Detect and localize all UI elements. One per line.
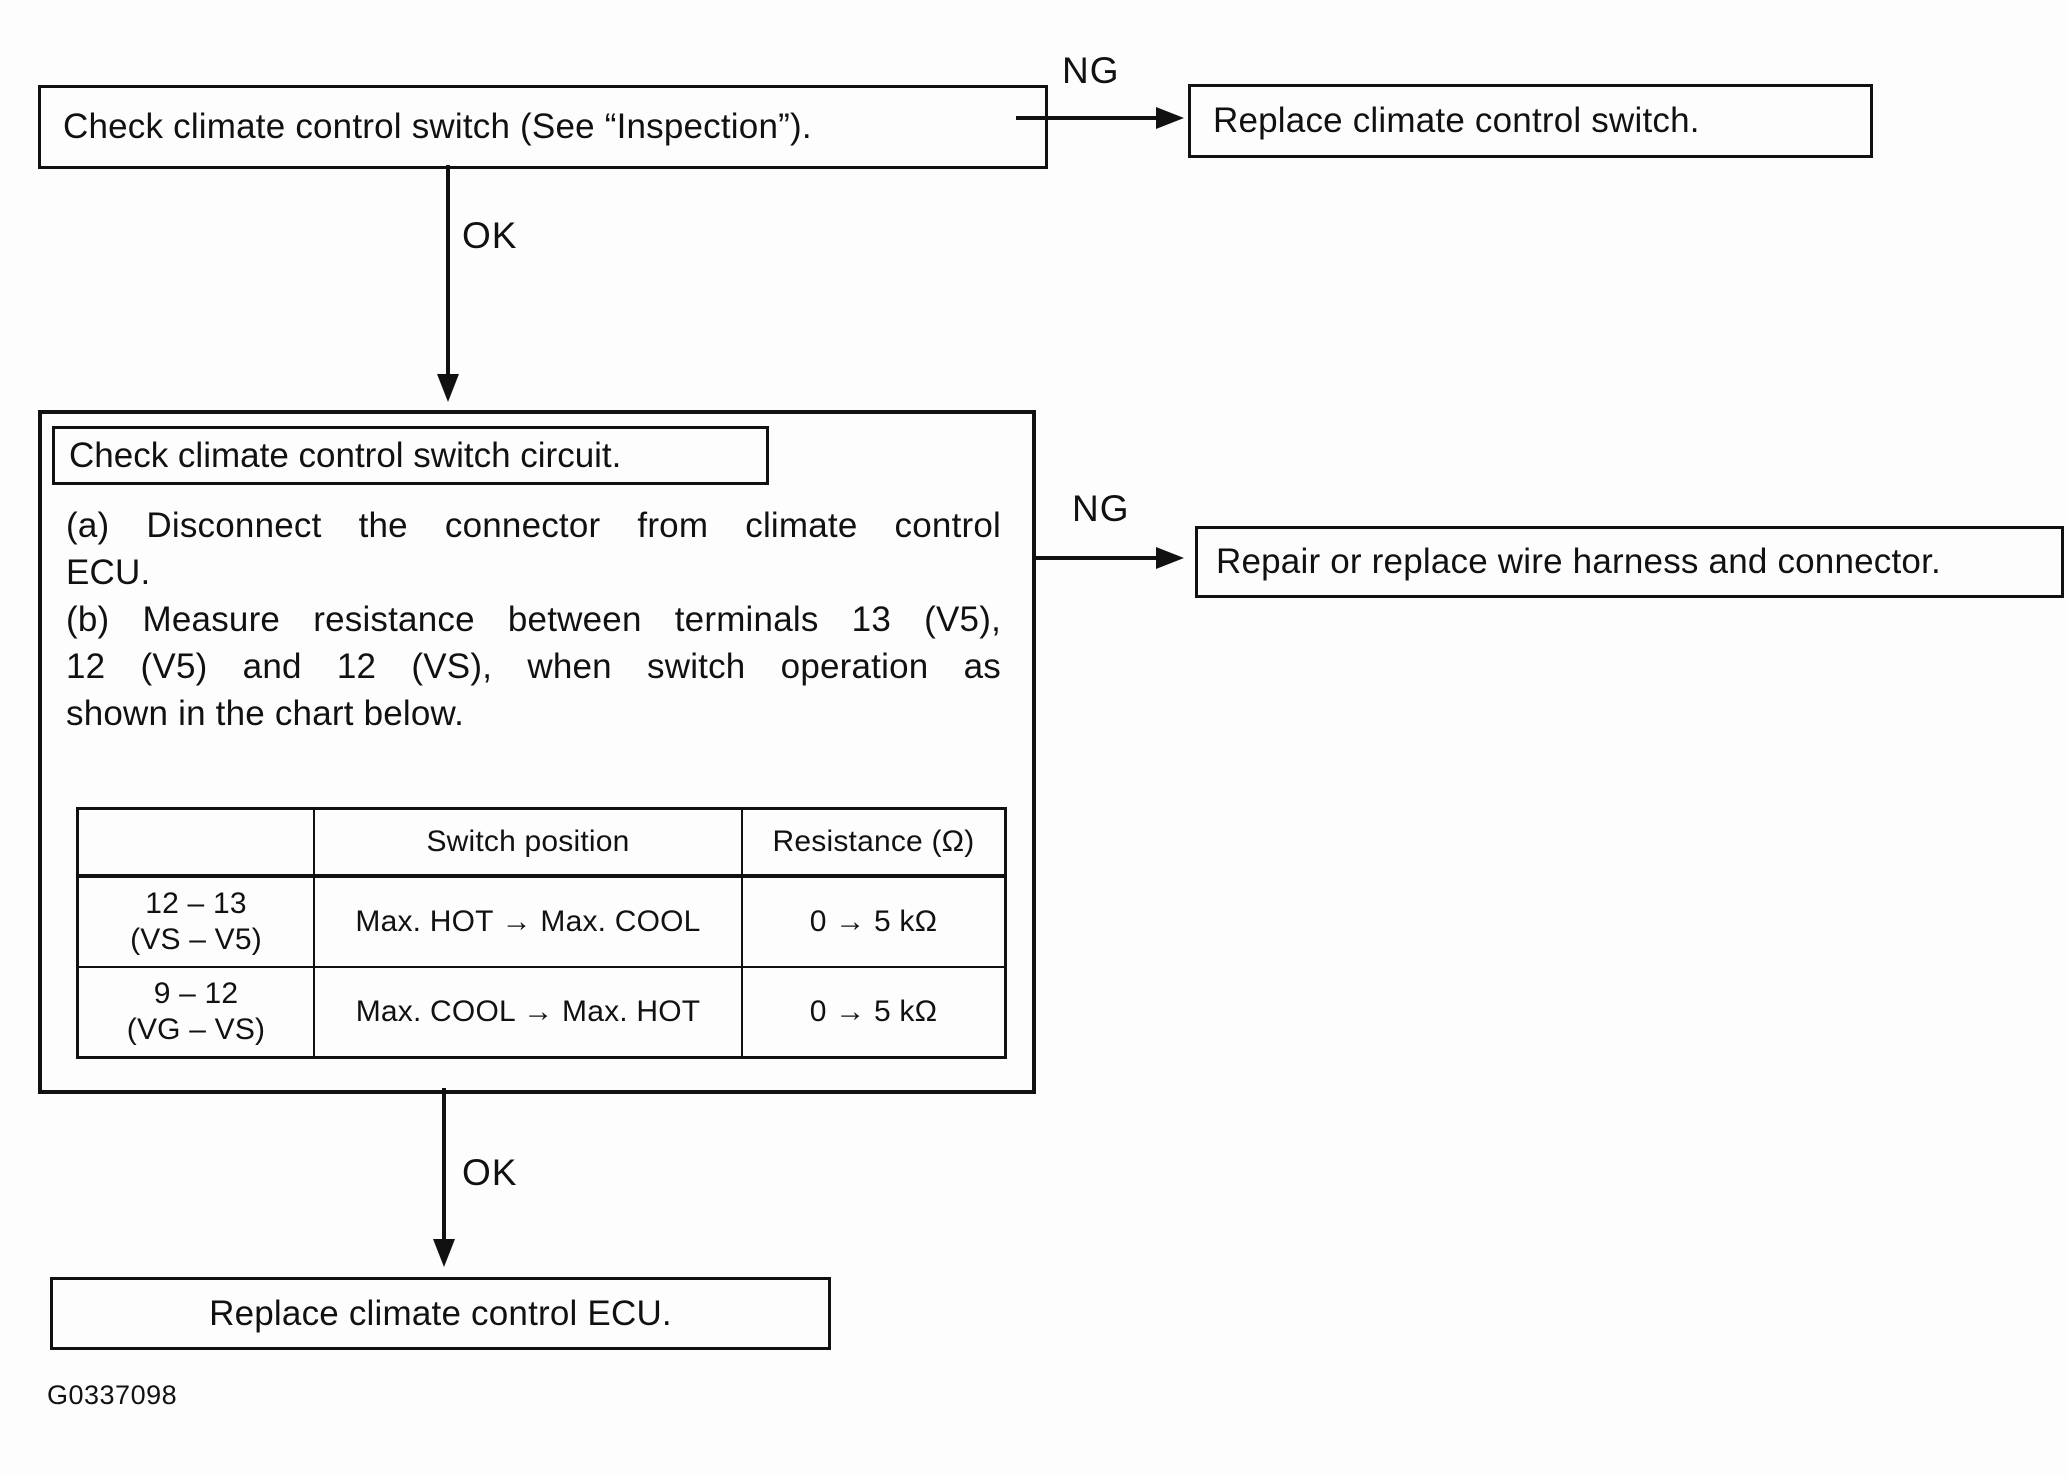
instructions-text: (a) Disconnect the connector from climat… bbox=[66, 502, 1001, 737]
terminals-value: 12 – 13 bbox=[145, 887, 247, 920]
figure-id-label: G0337098 bbox=[47, 1380, 178, 1410]
arrow-line-ng-2 bbox=[1032, 556, 1158, 560]
edge-label-ng-1: NG bbox=[1062, 50, 1120, 91]
pins-value: (VS – V5) bbox=[130, 923, 262, 956]
edge-label-ng-2: NG bbox=[1072, 488, 1130, 529]
flow-node-repair-harness: Repair or replace wire harness and conne… bbox=[1195, 526, 2064, 598]
cell-switch-position: Max. COOL → Max. HOT bbox=[313, 966, 743, 1059]
table-header-terminals bbox=[76, 807, 315, 878]
flow-node-replace-climate-control-switch: Replace climate control switch. bbox=[1188, 84, 1873, 158]
cell-switch-position: Max. HOT → Max. COOL bbox=[313, 875, 743, 968]
instruction-line: ECU. bbox=[66, 553, 151, 592]
arrow-line-ok-1 bbox=[446, 165, 450, 375]
instruction-line: 12 (V5) and 12 (VS), when switch operati… bbox=[66, 647, 1001, 686]
flow-node-check-switch-circuit: Check climate control switch circuit. (a… bbox=[38, 410, 1036, 1094]
edge-label-ok-1: OK bbox=[462, 215, 518, 256]
arrow-head-right-icon bbox=[1156, 547, 1184, 569]
flow-node-label: Replace climate control switch. bbox=[1213, 101, 1700, 140]
instruction-line: (a) Disconnect the connector from climat… bbox=[66, 506, 1001, 545]
table-header-row: Switch position Resistance (Ω) bbox=[76, 807, 1007, 878]
instruction-line: (b) Measure resistance between terminals… bbox=[66, 600, 1001, 639]
pins-value: (VG – VS) bbox=[126, 1013, 266, 1046]
terminals-value: 9 – 12 bbox=[153, 977, 239, 1010]
cell-terminals: 12 – 13 (VS – V5) bbox=[76, 875, 315, 968]
arrow-line-ok-2 bbox=[442, 1088, 446, 1240]
flow-node-title: Check climate control switch circuit. bbox=[52, 426, 769, 485]
resistance-table: Switch position Resistance (Ω) 12 – 13 (… bbox=[76, 807, 1007, 1059]
table-row: 9 – 12 (VG – VS) Max. COOL → Max. HOT 0 … bbox=[76, 966, 1007, 1059]
arrow-head-down-icon bbox=[437, 374, 459, 402]
arrow-head-down-icon bbox=[433, 1239, 455, 1267]
table-header-resistance: Resistance (Ω) bbox=[741, 807, 1007, 878]
arrow-head-right-icon bbox=[1156, 107, 1184, 129]
table-header-switch-position: Switch position bbox=[313, 807, 743, 878]
arrow-line-ng-1 bbox=[1016, 116, 1158, 120]
instruction-line: shown in the chart below. bbox=[66, 694, 465, 733]
flow-node-check-climate-control-switch: Check climate control switch (See “Inspe… bbox=[38, 85, 1048, 169]
flow-node-label: Repair or replace wire harness and conne… bbox=[1216, 542, 1941, 581]
table-row: 12 – 13 (VS – V5) Max. HOT → Max. COOL 0… bbox=[76, 875, 1007, 968]
cell-resistance: 0 → 5 kΩ bbox=[741, 875, 1007, 968]
cell-terminals: 9 – 12 (VG – VS) bbox=[76, 966, 315, 1059]
flow-node-label: Check climate control switch (See “Inspe… bbox=[63, 107, 812, 146]
edge-label-ok-2: OK bbox=[462, 1152, 518, 1193]
cell-resistance: 0 → 5 kΩ bbox=[741, 966, 1007, 1059]
flow-node-replace-ecu: Replace climate control ECU. bbox=[50, 1277, 831, 1350]
flow-node-label: Replace climate control ECU. bbox=[209, 1293, 672, 1333]
flow-node-title-label: Check climate control switch circuit. bbox=[69, 435, 622, 475]
